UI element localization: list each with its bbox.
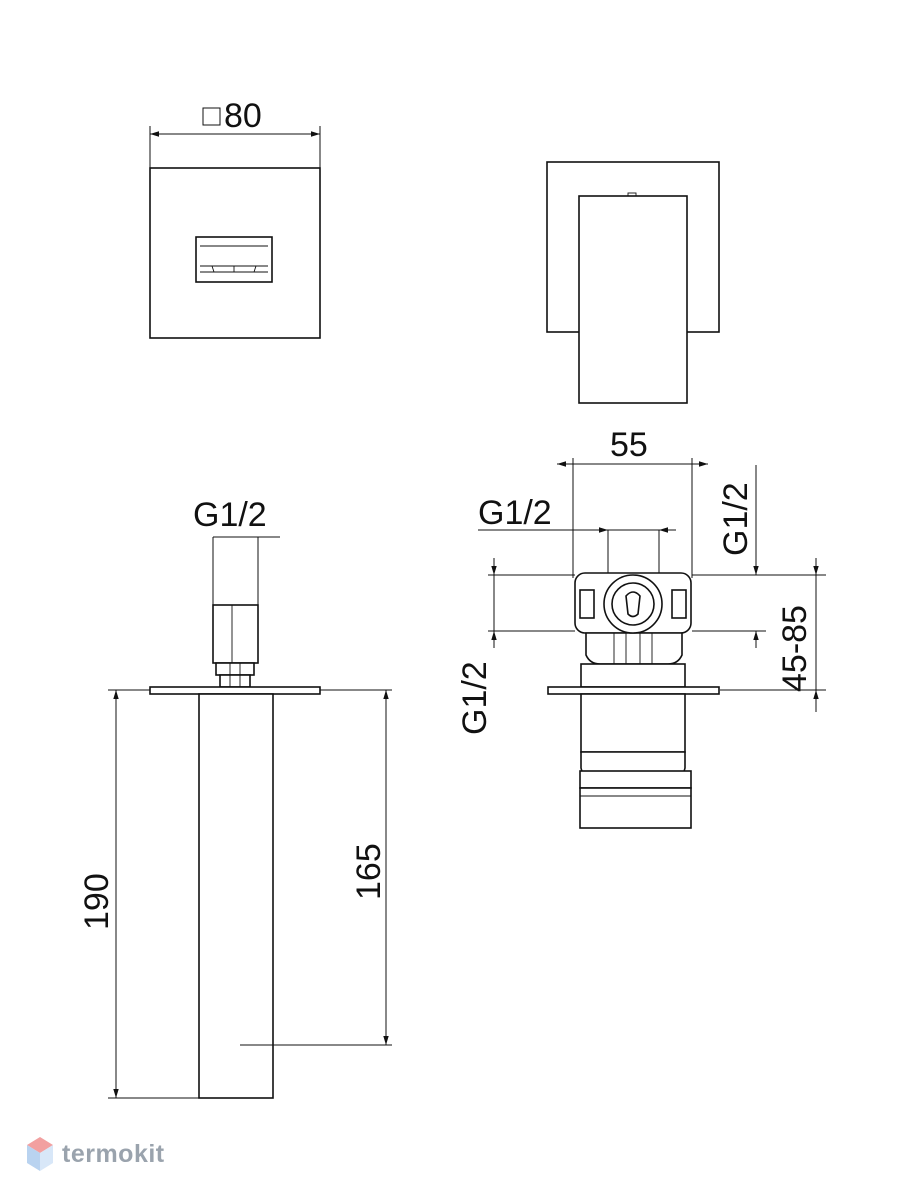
thread-connector [212, 604, 259, 664]
spout-tube [198, 693, 274, 1099]
dim-left-thread: G1/2 [193, 496, 267, 534]
dim-total-length: 190 [78, 873, 116, 930]
wall-plate-edge [149, 686, 321, 695]
front-view: 80 [149, 97, 321, 339]
mixer-base [579, 787, 692, 829]
square-symbol-icon [202, 107, 221, 126]
side-spout [578, 195, 688, 404]
dim-depth-range: 45-85 [776, 605, 814, 692]
dim-inner-length: 165 [350, 843, 388, 900]
mixer-body-view: 55 G1/2 G1/2 45-85 G1/2 [456, 426, 826, 829]
side-view [546, 161, 720, 404]
mounting-plate-edge [547, 686, 720, 695]
dim-right-thread-left: G1/2 [456, 661, 494, 735]
spout-outlet [195, 236, 273, 283]
watermark: termokit [26, 1136, 165, 1172]
watermark-text: termokit [62, 1139, 165, 1168]
dim-side-width: 55 [610, 426, 648, 464]
dim-right-thread-top: G1/2 [478, 494, 552, 532]
dim-top-square: 80 [224, 97, 262, 135]
spout-profile: G1/2 190 165 [78, 496, 392, 1099]
termokit-logo-icon [27, 1137, 53, 1171]
dim-right-thread-vertical: G1/2 [717, 482, 755, 556]
